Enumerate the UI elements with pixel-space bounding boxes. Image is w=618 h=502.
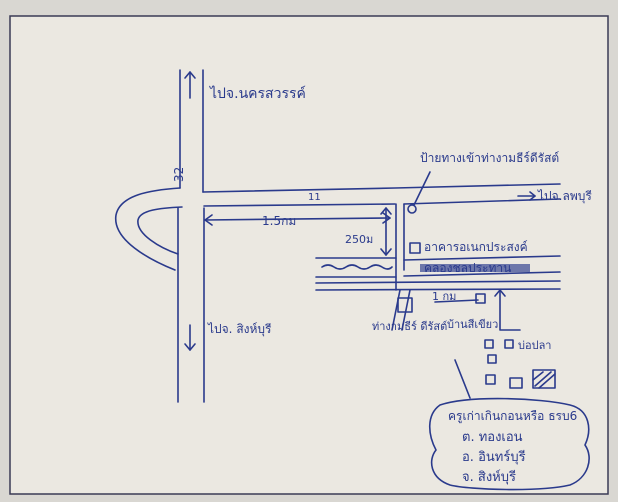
canal-label-mark xyxy=(420,264,530,272)
label-distance-250m: 250ม xyxy=(345,233,373,246)
access-path xyxy=(499,289,521,331)
building-square xyxy=(409,242,421,254)
label-distance-1km: 1 กม xyxy=(432,290,456,303)
lop-buri-road-top-edge xyxy=(202,183,561,193)
destination-leader-line xyxy=(454,359,471,399)
canal-road-bottom xyxy=(315,288,561,291)
temple-marker xyxy=(397,297,413,313)
sign-marker xyxy=(407,204,417,214)
small-house-5 xyxy=(509,377,523,389)
distance-250m-arrowhead-up xyxy=(380,207,392,215)
canal-water-left xyxy=(321,264,393,270)
label-route-number: 32 xyxy=(172,167,186,182)
address-line-1: ครูเก่าเกินกอนหรือ ธรบ6 xyxy=(448,409,577,424)
lop-buri-road-bottom-edge-right xyxy=(403,198,561,205)
sign-leader-line xyxy=(413,171,431,206)
paper-frame xyxy=(9,15,609,495)
lane-south-left xyxy=(391,289,401,331)
arrowhead-lop-buri xyxy=(529,191,536,201)
access-arrowhead xyxy=(494,289,506,297)
small-house-4 xyxy=(504,339,514,349)
label-distance-1-5km: 1.5กม xyxy=(262,214,296,228)
u-turn-loop-inner xyxy=(137,206,183,255)
canal-road-top xyxy=(315,280,561,284)
arrowhead-nakhon-sawan xyxy=(184,71,196,79)
label-entrance-sign: ป้ายทางเข้าท่างามธีร์ดีรัสต์ xyxy=(420,151,559,165)
destination-hatching xyxy=(532,371,556,389)
address-line-2: ต. ทองเอน xyxy=(462,430,523,445)
label-canal: คลองชลประทาน xyxy=(424,261,511,275)
label-house: บ้านสีเขียว xyxy=(447,318,498,331)
small-house-3 xyxy=(485,374,496,385)
label-road-mark: 11 xyxy=(308,192,321,203)
address-line-3: อ. อินทร์บุรี xyxy=(462,449,526,465)
distance-arrowhead-left xyxy=(204,214,213,226)
small-house-2 xyxy=(487,354,497,364)
canal-bank-top-right xyxy=(403,255,561,261)
lane-south-right xyxy=(401,289,411,331)
canal-bank-mid-right xyxy=(403,271,561,277)
small-house-1 xyxy=(484,339,494,349)
address-line-4: จ. สิงห์บุรี xyxy=(462,469,516,485)
address-cloud xyxy=(428,397,590,491)
distance-1km-line xyxy=(434,299,479,303)
label-to-lop-buri: ไปจ.ลพบุรี xyxy=(537,189,592,204)
lop-buri-road-bottom-edge-left xyxy=(203,203,396,207)
label-building: อาคารอเนกประสงค์ xyxy=(424,240,528,254)
u-turn-loop-outer xyxy=(115,187,181,271)
house-marker xyxy=(475,293,486,304)
arrowhead-sing-buri xyxy=(184,343,196,351)
distance-250m-arrowhead-down xyxy=(380,248,392,256)
label-temple: ท่างามธีร์ ดีรัสต์ xyxy=(372,320,447,333)
label-pond: บ่อปลา xyxy=(518,339,552,352)
label-to-nakhon-sawan: ไปจ.นครสวรรค์ xyxy=(209,85,306,102)
distance-1-5km-line xyxy=(204,217,391,221)
label-to-sing-buri: ไปจ. สิงห์บุรี xyxy=(207,322,272,337)
